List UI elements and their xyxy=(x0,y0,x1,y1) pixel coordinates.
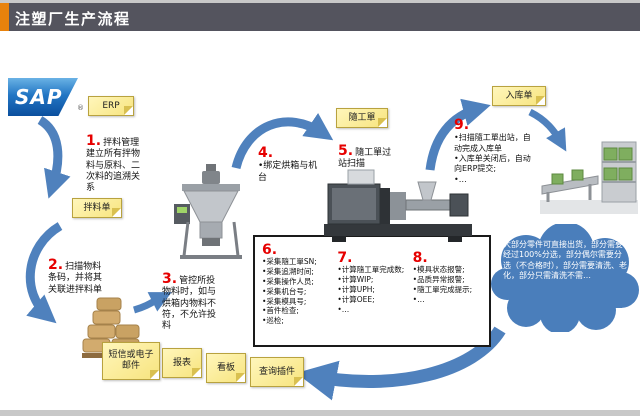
step-1-number: 1. xyxy=(86,133,102,149)
sticky-fold-icon xyxy=(536,96,545,105)
step-8-list: •模具状态报警;•品质异常报警;•隨工單完成提示;•… xyxy=(412,265,473,304)
sticky-sms-email-label: 短信或电子邮件 xyxy=(108,350,154,371)
sticky-kanban-label: 看板 xyxy=(216,362,235,373)
step-3: 3.管控所投物料时，如与烘箱内物料不符，不允许投料 xyxy=(162,272,222,332)
sticky-fold-icon xyxy=(236,373,245,382)
sticky-fold-icon xyxy=(124,106,133,115)
sticky-erp: ERP xyxy=(88,96,134,116)
sticky-report: 报表 xyxy=(162,348,202,378)
sticky-fold-icon xyxy=(112,208,121,217)
step-9-number: 9. xyxy=(454,117,470,133)
sticky-mix-order-label: 拌料单 xyxy=(83,202,111,213)
hopper-dryer-image xyxy=(174,164,242,259)
sticky-work-order-label: 隨工單 xyxy=(348,112,376,123)
step-3-number: 3. xyxy=(162,271,178,287)
sticky-kanban: 看板 xyxy=(206,353,246,383)
step-5: 5.隨工單过站扫描 xyxy=(338,144,400,171)
step-6-list: •采集隨工單SN;•采集追溯时间;•采集操作人员;•采集机台号;•采集模具号;•… xyxy=(262,257,317,326)
step-3-text: 管控所投物料时，如与烘箱内物料不符，不允许投料 xyxy=(162,276,217,331)
step-8: 8. •模具状态报警;•品质异常报警;•隨工單完成提示;•… xyxy=(410,241,485,341)
step-1: 1.拌料管理建立所有拌物料与原料、二次料的追溯关系 xyxy=(86,134,146,194)
slide-header: 注塑厂生产流程 xyxy=(0,3,640,31)
note-cloud: 大部分零件可直接出货，部分需要经过100%分选，部分偶尔需要分选（不合格时），部… xyxy=(490,222,640,334)
step-1-text: 拌料管理建立所有拌物料与原料、二次料的追溯关系 xyxy=(86,138,141,193)
injection-molding-machine-image xyxy=(324,169,472,242)
sticky-fold-icon xyxy=(192,368,201,377)
sticky-query-plugin-label: 查询插件 xyxy=(258,366,295,377)
page-title: 注塑厂生产流程 xyxy=(15,10,131,28)
step-7-list: •计算隨工單完成数;•计算WIP;•计算UPH;•计算OEE;•… xyxy=(337,265,405,314)
sticky-inbound-order-label: 入库单 xyxy=(505,90,533,101)
sticky-fold-icon xyxy=(150,370,159,379)
step-4-number: 4. xyxy=(258,145,274,161)
step-4-text: •绑定烘箱与机台 xyxy=(258,161,318,183)
cloud-note-text: 大部分零件可直接出货，部分需要经过100%分选，部分偶尔需要分选（不合格时），部… xyxy=(503,240,627,281)
step-5-text: 隨工單过站扫描 xyxy=(338,148,392,170)
warehouse-conveyor-image xyxy=(540,141,638,214)
step-6-number: 6. xyxy=(262,242,278,258)
step-4: 4. •绑定烘箱与机台 xyxy=(258,146,324,184)
step-7: 7. •计算隨工單完成数;•计算WIP;•计算UPH;•计算OEE;•… xyxy=(334,241,409,341)
step-5-number: 5. xyxy=(338,143,354,159)
step-7-number: 7. xyxy=(337,250,353,266)
sticky-fold-icon xyxy=(294,377,303,386)
step-2-number: 2. xyxy=(48,257,64,273)
cloud-shape xyxy=(491,222,639,334)
sticky-query-plugin: 查询插件 xyxy=(250,357,304,387)
sticky-report-label: 报表 xyxy=(172,357,191,368)
step-8-number: 8. xyxy=(412,250,428,266)
header-accent-bar xyxy=(0,3,9,31)
step-2-text: 扫描物料条码，并将其关联进拌料单 xyxy=(48,262,103,295)
mes-functions-panel: 6. •采集隨工單SN;•采集追溯时间;•采集操作人员;•采集机台号;•采集模具… xyxy=(253,235,491,347)
step-9-list: •扫描隨工單出站，自动完成入库单•入库单关闭后，自动向ERP提交;•… xyxy=(454,133,531,184)
step-6: 6. •采集隨工單SN;•采集追溯时间;•采集操作人员;•采集机台号;•采集模具… xyxy=(259,241,334,341)
sticky-erp-label: ERP xyxy=(102,100,120,111)
step-2: 2.扫描物料条码，并将其关联进拌料单 xyxy=(48,258,102,296)
step-9: 9. •扫描隨工單出站，自动完成入库单•入库单关闭后，自动向ERP提交;•… xyxy=(454,118,532,185)
sticky-mix-order: 拌料单 xyxy=(72,198,122,218)
sap-logo-text: SAP xyxy=(15,85,63,109)
sticky-work-order: 隨工單 xyxy=(336,108,388,128)
sticky-sms-email: 短信或电子邮件 xyxy=(102,342,160,380)
sticky-inbound-order: 入库单 xyxy=(492,86,546,106)
sticky-fold-icon xyxy=(378,118,387,127)
sap-registered-mark: ® xyxy=(77,104,84,112)
